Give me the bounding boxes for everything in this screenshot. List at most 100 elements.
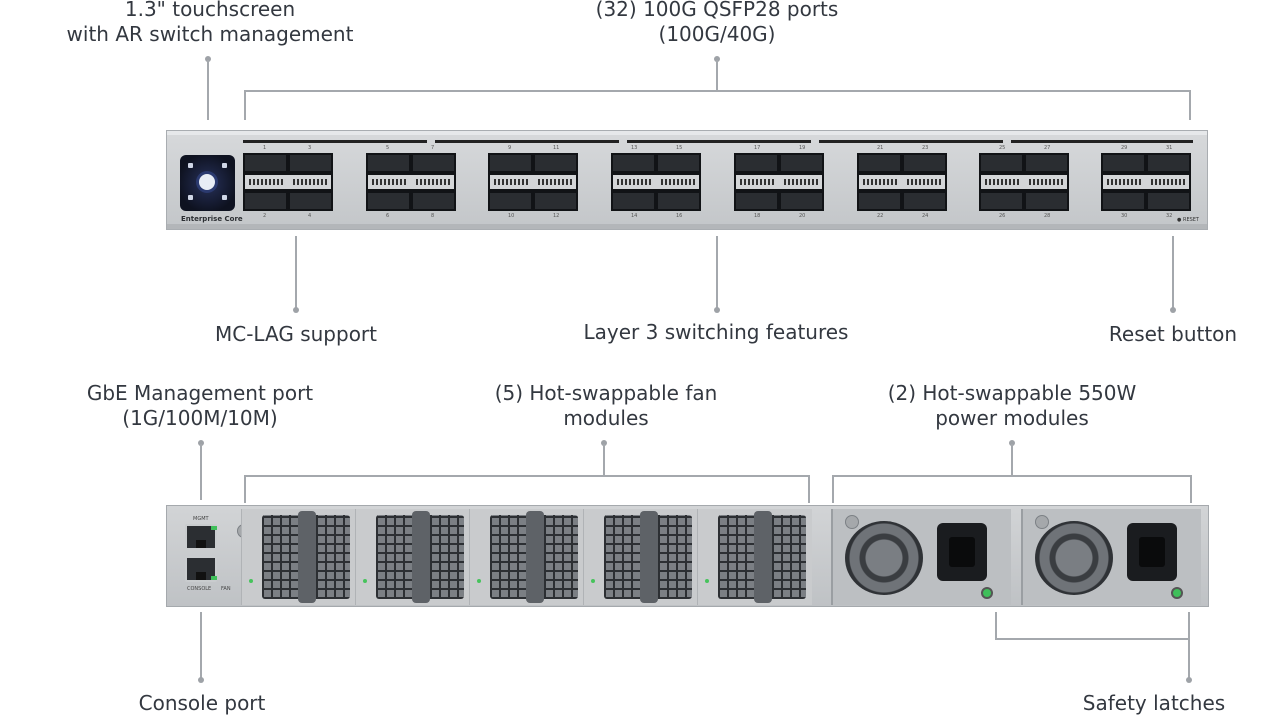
port-latch-strip xyxy=(613,175,699,189)
port-number: 19 xyxy=(799,145,806,151)
reset-button[interactable]: ● RESET xyxy=(1177,217,1199,223)
power-bracket-left xyxy=(832,475,834,503)
touchscreen-leader xyxy=(207,60,209,120)
qsfp-cage xyxy=(366,153,456,211)
qsfp-port[interactable] xyxy=(368,193,409,209)
ports-bracket xyxy=(244,90,1191,92)
power-socket[interactable] xyxy=(937,523,987,581)
port-number: 32 xyxy=(1166,213,1173,219)
port-number: 31 xyxy=(1166,145,1173,151)
qsfp-port[interactable] xyxy=(1103,193,1144,209)
home-icon xyxy=(199,174,215,190)
qsfp-port[interactable] xyxy=(1148,155,1189,171)
fans-bracket-left xyxy=(244,475,246,503)
fan-modules-label-line2: modules xyxy=(563,406,649,430)
qsfp-port[interactable] xyxy=(245,193,286,209)
port-number: 7 xyxy=(431,145,435,151)
info-icon xyxy=(188,195,193,200)
power-socket[interactable] xyxy=(1127,523,1177,581)
qsfp-port[interactable] xyxy=(535,155,576,171)
qsfp-port[interactable] xyxy=(859,155,900,171)
qsfp-port[interactable] xyxy=(413,155,454,171)
port-number: 23 xyxy=(922,145,929,151)
qsfp-port[interactable] xyxy=(904,193,945,209)
qsfp-port[interactable] xyxy=(658,155,699,171)
qsfp-port[interactable] xyxy=(1103,155,1144,171)
port-number: 24 xyxy=(922,213,929,219)
qsfp-port[interactable] xyxy=(904,155,945,171)
qsfp-port[interactable] xyxy=(1148,193,1189,209)
qsfp-port[interactable] xyxy=(490,155,531,171)
power-leader xyxy=(1011,444,1013,476)
mgmt-port-label-line2: (1G/100M/10M) xyxy=(122,406,278,430)
qsfp-port[interactable] xyxy=(859,193,900,209)
qsfp-port[interactable] xyxy=(613,155,654,171)
qsfp-cage xyxy=(857,153,947,211)
reset-leader xyxy=(1172,236,1174,308)
safety-latch-1[interactable] xyxy=(981,587,993,599)
port-number: 28 xyxy=(1044,213,1051,219)
qsfp-cage xyxy=(1101,153,1191,211)
fan-handle[interactable] xyxy=(754,511,772,603)
fan-text: FAN xyxy=(221,586,231,592)
switch-rear-panel: MGMT CONSOLE FAN xyxy=(166,505,1209,607)
qsfp-cage xyxy=(488,153,578,211)
fan-module-2[interactable] xyxy=(355,509,470,605)
port-number: 22 xyxy=(877,213,884,219)
port-number: 20 xyxy=(799,213,806,219)
reset-dot xyxy=(1170,307,1176,313)
qsfp-port[interactable] xyxy=(290,155,331,171)
qsfp-port[interactable] xyxy=(736,155,777,171)
fan-handle[interactable] xyxy=(526,511,544,603)
mgmt-port-label: GbE Management port (1G/100M/10M) xyxy=(60,381,340,431)
port-number: 11 xyxy=(553,145,560,151)
qsfp-cage xyxy=(734,153,824,211)
qsfp-port[interactable] xyxy=(490,193,531,209)
fan-module-1[interactable] xyxy=(241,509,356,605)
fan-handle[interactable] xyxy=(640,511,658,603)
power-module-2[interactable] xyxy=(1021,509,1201,605)
mgmt-text: MGMT xyxy=(193,516,209,522)
port-number: 13 xyxy=(631,145,638,151)
qsfp-port[interactable] xyxy=(781,193,822,209)
qsfp-port[interactable] xyxy=(1026,193,1067,209)
port-number: 5 xyxy=(386,145,390,151)
fan-handle[interactable] xyxy=(298,511,316,603)
layer3-leader xyxy=(716,236,718,308)
qsfp-port[interactable] xyxy=(413,193,454,209)
console-leader xyxy=(200,612,202,678)
qsfp-port[interactable] xyxy=(736,193,777,209)
mgmt-ethernet-port[interactable] xyxy=(185,524,217,550)
qsfp-port[interactable] xyxy=(781,155,822,171)
qsfp-port[interactable] xyxy=(1026,155,1067,171)
qsfp-port[interactable] xyxy=(535,193,576,209)
qsfp-port[interactable] xyxy=(658,193,699,209)
power-module-1[interactable] xyxy=(831,509,1011,605)
fan-handle[interactable] xyxy=(412,511,430,603)
touchscreen-label-line2: with AR switch management xyxy=(66,22,354,46)
management-ports: MGMT CONSOLE FAN xyxy=(181,516,231,592)
fan-module-3[interactable] xyxy=(469,509,584,605)
power-modules-label-line2: power modules xyxy=(935,406,1089,430)
safety-latch-2[interactable] xyxy=(1171,587,1183,599)
latches-dot xyxy=(1186,677,1192,683)
qsfp-port[interactable] xyxy=(290,193,331,209)
touchscreen-display[interactable] xyxy=(180,155,235,211)
port-latch-strip xyxy=(736,175,822,189)
port-latch-strip xyxy=(245,175,331,189)
layer3-dot xyxy=(714,307,720,313)
reset-text: RESET xyxy=(1182,217,1199,223)
qsfp-port[interactable] xyxy=(368,155,409,171)
qsfp-port[interactable] xyxy=(245,155,286,171)
qsfp-port[interactable] xyxy=(981,155,1022,171)
fan-modules-label-line1: (5) Hot-swappable fan xyxy=(494,381,718,405)
qsfp-ports-label: (32) 100G QSFP28 ports (100G/40G) xyxy=(517,0,917,47)
qsfp-port[interactable] xyxy=(613,193,654,209)
port-number: 14 xyxy=(631,213,638,219)
fan-module-5[interactable] xyxy=(697,509,812,605)
port-number: 3 xyxy=(308,145,312,151)
latch-leader-left xyxy=(995,612,997,640)
fan-module-4[interactable] xyxy=(583,509,698,605)
screen-icon xyxy=(188,163,193,168)
qsfp-port[interactable] xyxy=(981,193,1022,209)
